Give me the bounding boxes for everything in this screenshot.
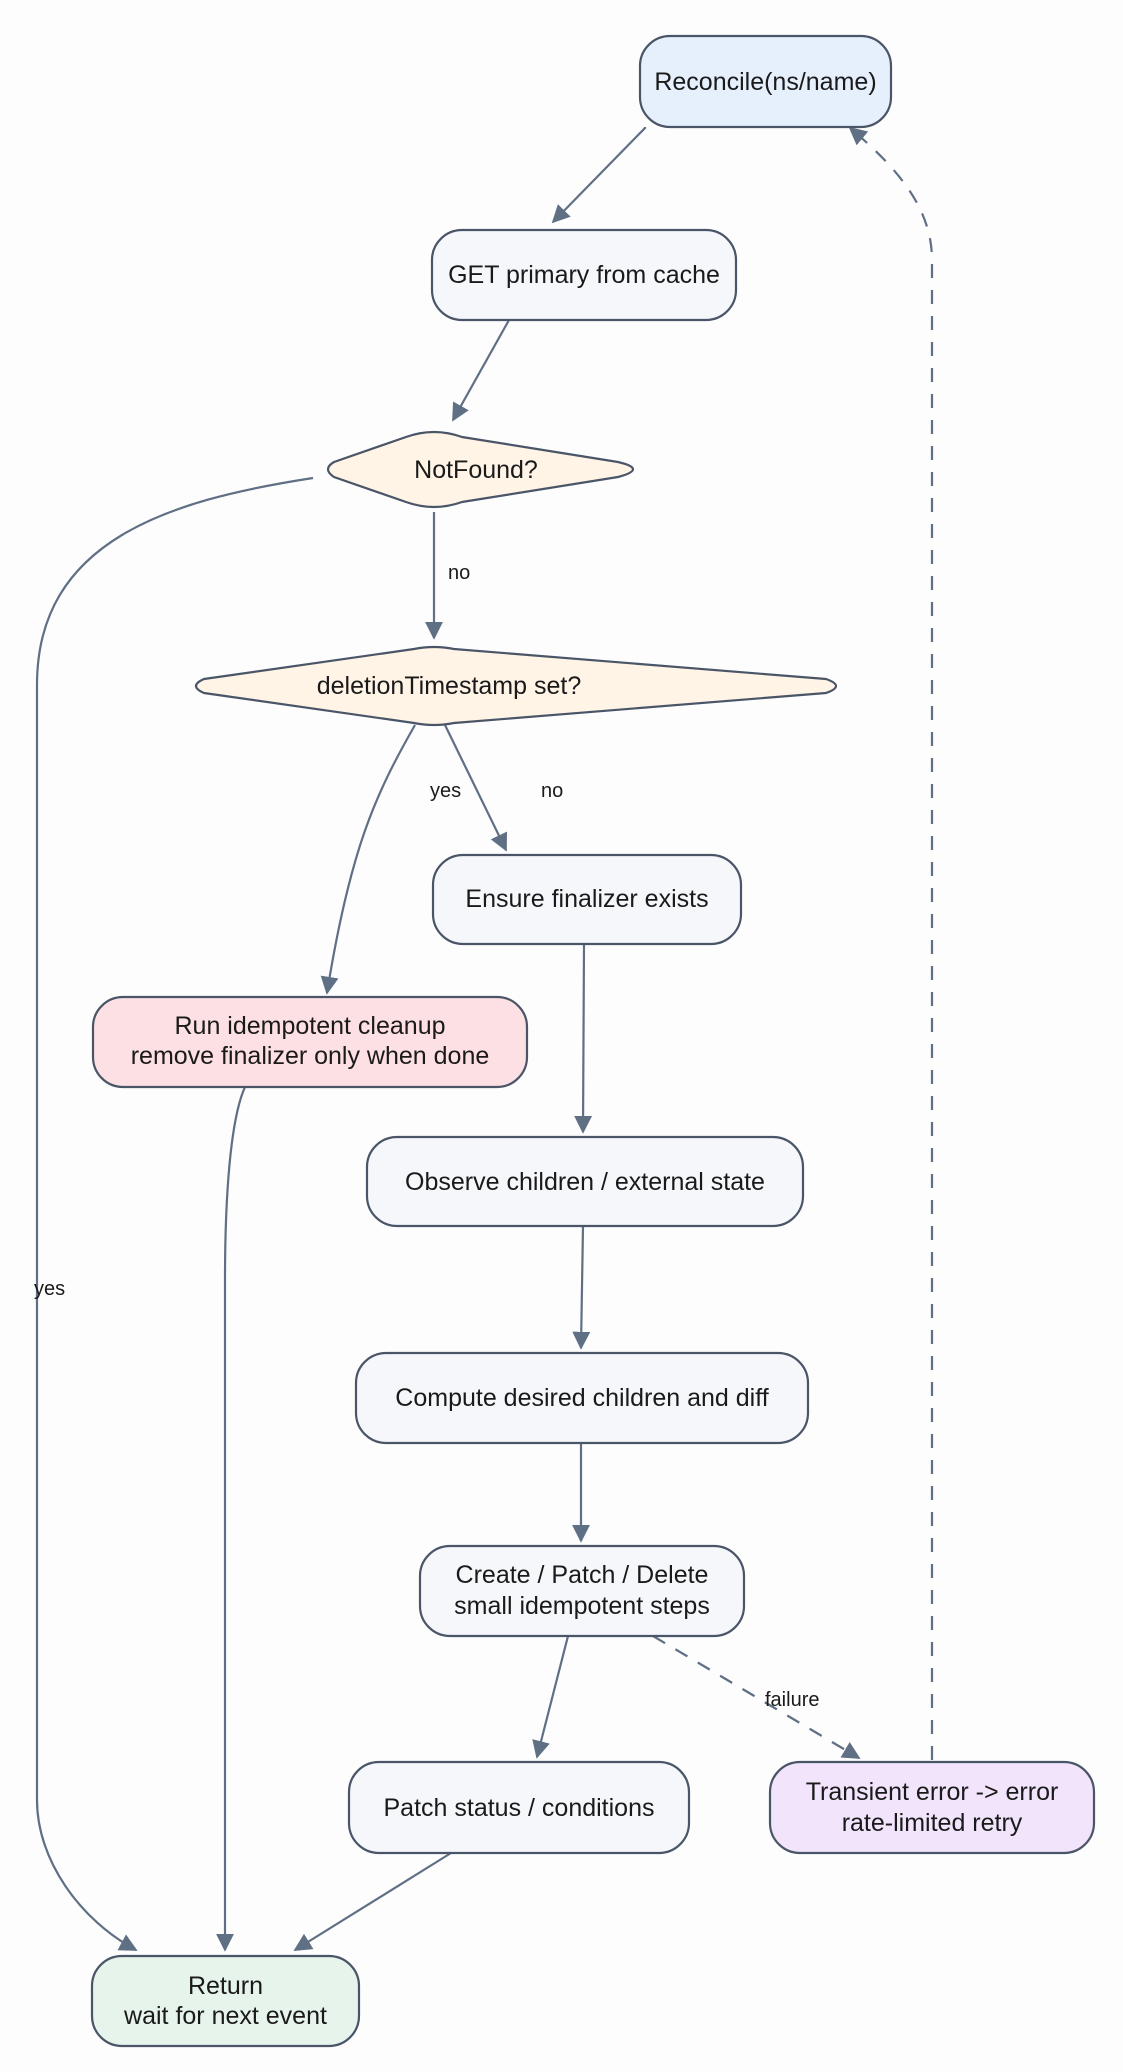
node-observe-label: Observe children / external state [405, 1168, 765, 1196]
node-not-found: NotFound? [326, 430, 635, 509]
edge-deletion-yes [320, 724, 416, 995]
node-not-found-label: NotFound? [414, 456, 538, 484]
node-transient-error-box [768, 1760, 1096, 1855]
label-deletion-yes: yes [430, 780, 461, 802]
edge-get-to-notfound [452, 319, 510, 422]
nodes: Reconcile(ns/name) GET primary from cach… [90, 34, 1096, 2048]
node-return-label-1: Return [188, 1972, 263, 2000]
node-patch-status-box [347, 1760, 691, 1855]
label-notfound-no: no [448, 562, 470, 584]
edges [35, 126, 934, 1952]
edge-labels: no yes yes no failure [34, 562, 819, 1711]
node-deletion-timestamp: deletionTimestamp set? [194, 645, 838, 727]
node-transient-error-label-1: Transient error -> error [806, 1778, 1059, 1806]
node-observe-box [365, 1135, 805, 1228]
node-transient-error: Transient error -> error rate-limited re… [768, 1760, 1096, 1855]
node-cleanup-label-2: remove finalizer only when done [131, 1042, 490, 1070]
node-get-primary: GET primary from cache [430, 228, 738, 322]
edge-status-to-return [293, 1852, 452, 1951]
node-return: Return wait for next event [90, 1954, 361, 2048]
node-return-box [90, 1954, 361, 2048]
node-reconcile-label: Reconcile(ns/name) [654, 68, 876, 96]
label-failure: failure [765, 1689, 819, 1711]
node-create-patch: Create / Patch / Delete small idempotent… [418, 1544, 746, 1638]
edge-observe-to-compute [572, 1225, 591, 1350]
node-cleanup-box [91, 995, 529, 1089]
node-ensure-finalizer-label: Ensure finalizer exists [465, 885, 708, 913]
node-cleanup: Run idempotent cleanup remove finalizer … [91, 995, 529, 1089]
label-deletion-no: no [541, 780, 563, 802]
node-patch-status: Patch status / conditions [347, 1760, 691, 1855]
edge-notfound-yes [35, 476, 314, 1951]
edge-create-to-status [532, 1635, 570, 1759]
node-get-primary-box [430, 228, 738, 322]
node-transient-error-label-2: rate-limited retry [842, 1809, 1023, 1837]
node-get-primary-label: GET primary from cache [448, 261, 720, 289]
edge-reconcile-to-get [551, 127, 647, 224]
edge-cleanup-to-return [216, 1086, 247, 1952]
node-ensure-finalizer-box [431, 853, 743, 946]
node-compute: Compute desired children and diff [354, 1351, 810, 1445]
node-observe: Observe children / external state [365, 1135, 805, 1228]
node-cleanup-label-1: Run idempotent cleanup [174, 1012, 445, 1040]
node-return-label-2: wait for next event [123, 2002, 327, 2030]
node-create-patch-label-2: small idempotent steps [454, 1592, 710, 1620]
node-deletion-timestamp-diamond [194, 645, 838, 727]
label-notfound-yes: yes [34, 1278, 65, 1300]
edge-create-failure [652, 1635, 861, 1759]
node-compute-label: Compute desired children and diff [395, 1384, 768, 1412]
node-reconcile-box [638, 34, 893, 129]
node-compute-box [354, 1351, 810, 1445]
edge-ensure-to-observe [574, 943, 593, 1134]
node-reconcile: Reconcile(ns/name) [638, 34, 893, 129]
edge-deletion-no [444, 724, 507, 852]
node-not-found-diamond [326, 430, 635, 509]
node-patch-status-label: Patch status / conditions [384, 1794, 655, 1822]
node-create-patch-label-1: Create / Patch / Delete [456, 1561, 709, 1589]
edge-retry-loop [848, 126, 934, 1760]
node-deletion-timestamp-label: deletionTimestamp set? [317, 672, 581, 700]
node-create-patch-box [418, 1544, 746, 1638]
node-ensure-finalizer: Ensure finalizer exists [431, 853, 743, 946]
